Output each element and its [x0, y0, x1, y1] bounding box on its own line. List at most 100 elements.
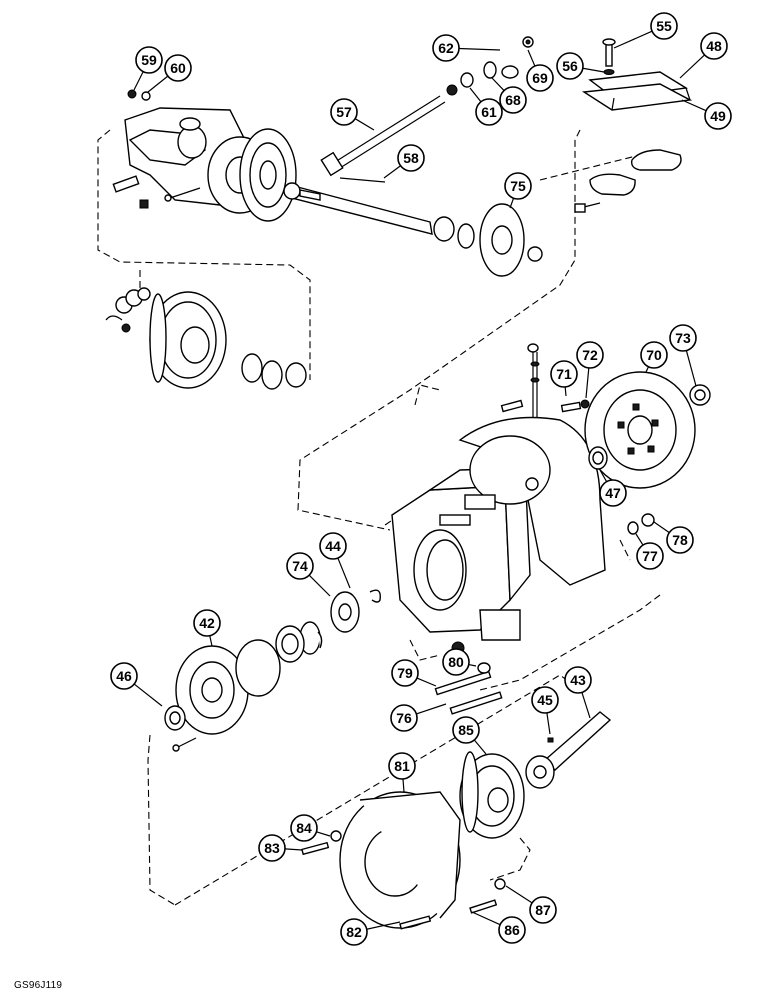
callout-77: 77: [635, 533, 664, 570]
bell-housing-81: [301, 791, 506, 930]
callout-circle: [564, 666, 592, 694]
callout-leader-line: [679, 54, 705, 79]
callout-86: 86: [471, 911, 526, 944]
callout-leader-line: [316, 831, 331, 837]
rod-57: [320, 95, 446, 183]
callout-leader-line: [635, 533, 644, 546]
callout-circle: [290, 814, 318, 842]
bracket-parts: [574, 149, 682, 213]
callout-circle: [258, 834, 286, 862]
callout-circle: [388, 752, 416, 780]
callout-circle: [704, 102, 732, 130]
callout-circle: [442, 648, 470, 676]
callout-47: 47: [599, 469, 627, 507]
callout-leader-line: [582, 67, 605, 73]
cover-plate-assembly: [581, 38, 693, 111]
callout-leader-line: [645, 366, 650, 373]
callout-circle: [666, 526, 694, 554]
left-pulley-assembly: [105, 287, 307, 390]
callout-number: 42: [199, 615, 215, 631]
callout-82: 82: [340, 918, 401, 946]
callout-48: 48: [679, 32, 728, 79]
callout-circle: [669, 324, 697, 352]
callout-85: 85: [452, 716, 487, 755]
callout-87: 87: [505, 885, 557, 924]
callout-number: 87: [535, 902, 551, 918]
callout-number: 72: [582, 347, 598, 363]
callout-circle: [526, 64, 554, 92]
callout-number: 70: [646, 347, 662, 363]
callout-number: 81: [394, 758, 410, 774]
callout-leader-line: [564, 386, 567, 397]
callout-45: 45: [531, 686, 559, 735]
clutch-disc: [560, 371, 711, 489]
callout-leader-line: [471, 911, 501, 926]
callout-46: 46: [110, 662, 163, 707]
callout-number: 73: [675, 330, 691, 346]
callout-circle: [475, 98, 503, 126]
callout-number: 47: [605, 485, 621, 501]
callout-number: 76: [396, 710, 412, 726]
callout-number: 84: [296, 820, 312, 836]
callout-circle: [391, 659, 419, 687]
callout-number: 61: [481, 104, 497, 120]
seal-and-washers: [588, 446, 655, 535]
callout-70: 70: [640, 341, 668, 373]
callout-leader-line: [284, 848, 303, 851]
callout-leader-line: [581, 692, 591, 719]
callout-number: 48: [706, 38, 722, 54]
callout-circle: [319, 532, 347, 560]
callout-number: 56: [562, 58, 578, 74]
dipstick-assembly: [500, 343, 540, 418]
callout-leader-line: [505, 885, 533, 904]
callout-56: 56: [556, 52, 605, 80]
callout-circle: [576, 341, 604, 369]
callout-circle: [640, 341, 668, 369]
main-input-shaft: [283, 182, 543, 277]
callout-leader-line: [133, 71, 144, 91]
callout-leader-line: [383, 165, 401, 179]
callout-62: 62: [432, 34, 501, 62]
pulley-85: [459, 751, 525, 839]
callout-83: 83: [258, 834, 303, 862]
output-shaft-43: [525, 711, 612, 789]
callout-leader-line: [599, 469, 608, 482]
callout-number: 49: [710, 108, 726, 124]
callout-leader-line: [366, 921, 401, 930]
callout-55: 55: [613, 12, 678, 49]
callout-number: 59: [141, 52, 157, 68]
callout-leader-line: [469, 87, 482, 103]
callout-number: 45: [537, 692, 553, 708]
callout-leader-line: [491, 77, 505, 92]
callout-number: 62: [438, 40, 454, 56]
callout-79: 79: [391, 659, 437, 687]
callout-leader-line: [468, 663, 477, 667]
callout-leader-line: [147, 75, 169, 93]
callout-68: 68: [491, 77, 527, 114]
callout-60: 60: [147, 54, 192, 93]
callout-circle: [390, 704, 418, 732]
callout-number: 80: [448, 654, 464, 670]
callout-leader-line: [209, 635, 213, 647]
callout-leader-line: [585, 367, 590, 399]
callout-number: 60: [170, 60, 186, 76]
callout-69: 69: [526, 49, 554, 92]
callout-number: 68: [505, 92, 521, 108]
callout-61: 61: [469, 87, 503, 126]
callout-84: 84: [290, 814, 331, 842]
callout-leader-line: [416, 677, 437, 687]
gear-assembly: [275, 589, 381, 663]
callout-leader-line: [613, 30, 653, 49]
callout-circle: [286, 552, 314, 580]
callout-circle: [452, 716, 480, 744]
callout-circle: [498, 916, 526, 944]
callout-circle: [330, 98, 358, 126]
callout-circle: [397, 144, 425, 172]
callout-circle: [504, 172, 532, 200]
callout-leader-line: [337, 557, 351, 589]
callout-number: 77: [642, 548, 658, 564]
callout-leader-line: [308, 574, 331, 597]
callout-leader-line: [458, 47, 501, 51]
